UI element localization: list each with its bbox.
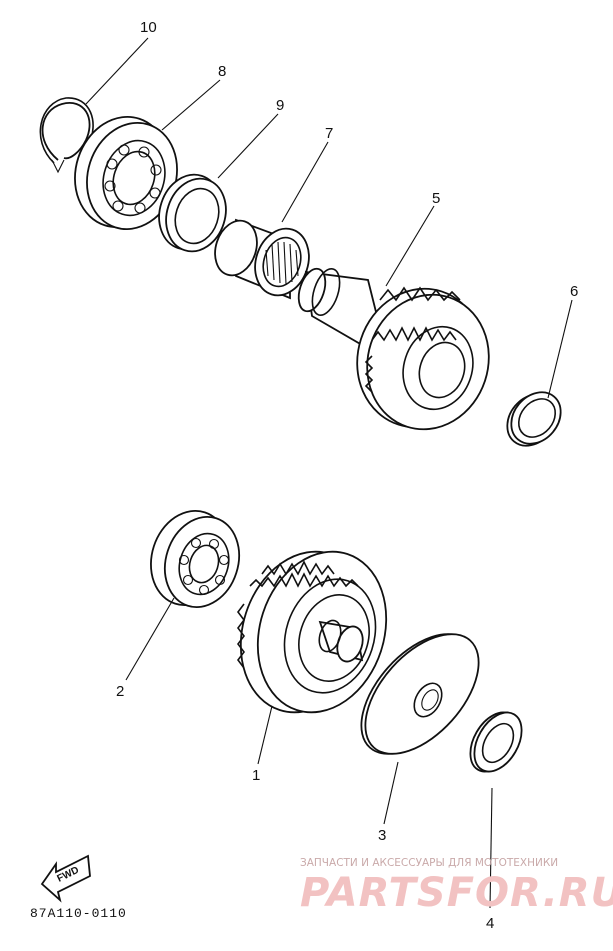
gear-teeth-part-5 — [364, 286, 461, 393]
callout-7: 7 — [325, 125, 333, 142]
leader-line-10 — [85, 37, 149, 105]
callout-5: 5 — [432, 190, 440, 207]
gear-teeth-part-1 — [237, 560, 359, 669]
leader-line-3 — [383, 761, 399, 825]
collar-part-9 — [158, 173, 227, 253]
callout-2: 2 — [116, 683, 124, 700]
gear-shaft-part-5 — [297, 267, 490, 431]
leader-line-2 — [125, 597, 175, 681]
leader-line-1 — [257, 705, 273, 765]
callout-3: 3 — [378, 827, 386, 844]
watermark-tagline: ЗАПЧАСТИ И АКСЕССУАРЫ ДЛЯ МОТОТЕХНИКИ — [300, 857, 558, 869]
callout-1: 1 — [252, 767, 260, 784]
ball-bearing-part-2 — [150, 509, 240, 609]
callout-4: 4 — [486, 915, 494, 932]
needle-rollers — [265, 241, 299, 285]
callout-numbers: 10 8 9 7 5 6 2 1 3 4 — [116, 19, 578, 932]
bearing-balls — [104, 144, 162, 214]
callout-8: 8 — [218, 63, 226, 80]
watermark: ЗАПЧАСТИ И АКСЕССУАРЫ ДЛЯ МОТОТЕХНИКИ PA… — [300, 857, 613, 916]
washer-part-4 — [469, 711, 523, 773]
leader-line-5 — [385, 205, 435, 287]
leader-lines — [85, 37, 573, 909]
leader-line-8 — [161, 79, 221, 131]
needle-bearing-part-7 — [214, 218, 310, 300]
fwd-direction-arrow: FWD — [40, 854, 91, 903]
circlip-part-10 — [39, 97, 94, 174]
bearing-balls-part-2 — [178, 537, 230, 596]
leader-line-9 — [217, 113, 279, 179]
callout-9: 9 — [276, 97, 284, 114]
gear-part-1 — [237, 550, 388, 714]
watermark-logo: PARTSFOR.RU — [300, 870, 613, 916]
callout-10: 10 — [140, 19, 157, 36]
callout-6: 6 — [570, 283, 578, 300]
diagram-code: 87A110-0110 — [30, 906, 127, 921]
plate-washer-part-3 — [360, 633, 480, 755]
leader-line-4 — [489, 787, 493, 909]
washer-part-6 — [506, 391, 562, 447]
ball-bearing-part-8 — [74, 115, 178, 231]
leader-line-7 — [281, 141, 329, 223]
leader-line-6 — [547, 299, 573, 399]
